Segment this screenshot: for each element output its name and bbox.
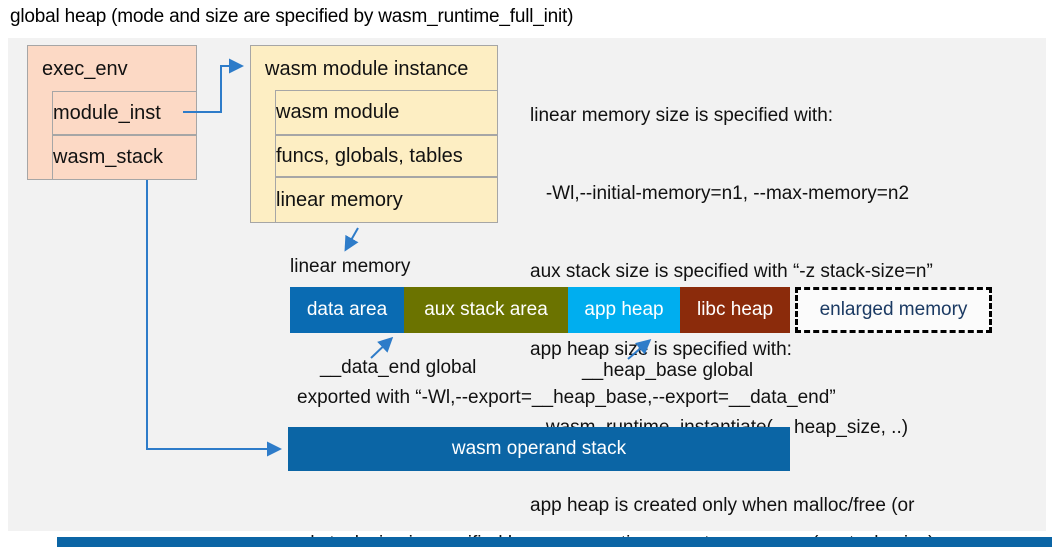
exec-env-row-module-inst: module_inst [52,91,197,135]
page-title: global heap (mode and size are specified… [10,6,574,27]
note-line: -Wl,--initial-memory=n1, --max-memory=n2 [530,183,910,204]
note-line: linear memory size is specified with: [530,105,834,126]
funcs-globals-tables-label: funcs, globals, tables [276,144,463,167]
wasm-stack-label: wasm_stack [53,146,164,168]
linear-memory-notes: linear memory size is specified with: -W… [530,51,1045,547]
row-funcs-globals-tables: funcs, globals, tables [275,135,498,177]
segment-data-area: data area [290,287,404,333]
note-line: aux stack size is specified with “-z sta… [530,261,933,282]
app-heap-label: app heap [584,299,664,320]
exec-env-row-wasm-stack: wasm_stack [52,135,197,180]
exported-with-label: exported with “-Wl,--export=__heap_base,… [297,387,836,408]
wasm-module-label: wasm module [276,101,400,123]
libc-heap-label: libc heap [696,299,774,320]
bottom-accent-strip [57,537,1052,547]
segment-aux-stack-area: aux stack area [404,287,568,333]
aux-stack-area-label: aux stack area [424,299,548,320]
enlarged-memory-label: enlarged memory [819,299,968,320]
data-area-label: data area [306,299,388,320]
module-inst-label: module_inst [53,101,161,124]
exec-env-label: exec_env [42,57,128,80]
wasm-operand-stack-bar: wasm operand stack [288,427,790,471]
row-linear-memory: linear memory [275,177,498,223]
note-line: app heap is created only when malloc/fre… [530,495,915,516]
segment-app-heap: app heap [568,287,680,333]
wasm-operand-stack-label: wasm operand stack [451,438,627,459]
segment-libc-heap: libc heap [680,287,790,333]
row-wasm-module: wasm module [275,90,498,135]
heap-base-global-label: __heap_base global [582,360,754,381]
module-instance-label: wasm module instance [265,57,469,80]
segment-enlarged-memory: enlarged memory [795,287,992,333]
linear-memory-row-label: linear memory [276,188,403,211]
linear-memory-bar-title: linear memory [290,256,411,277]
data-end-global-label: __data_end global [320,357,477,378]
